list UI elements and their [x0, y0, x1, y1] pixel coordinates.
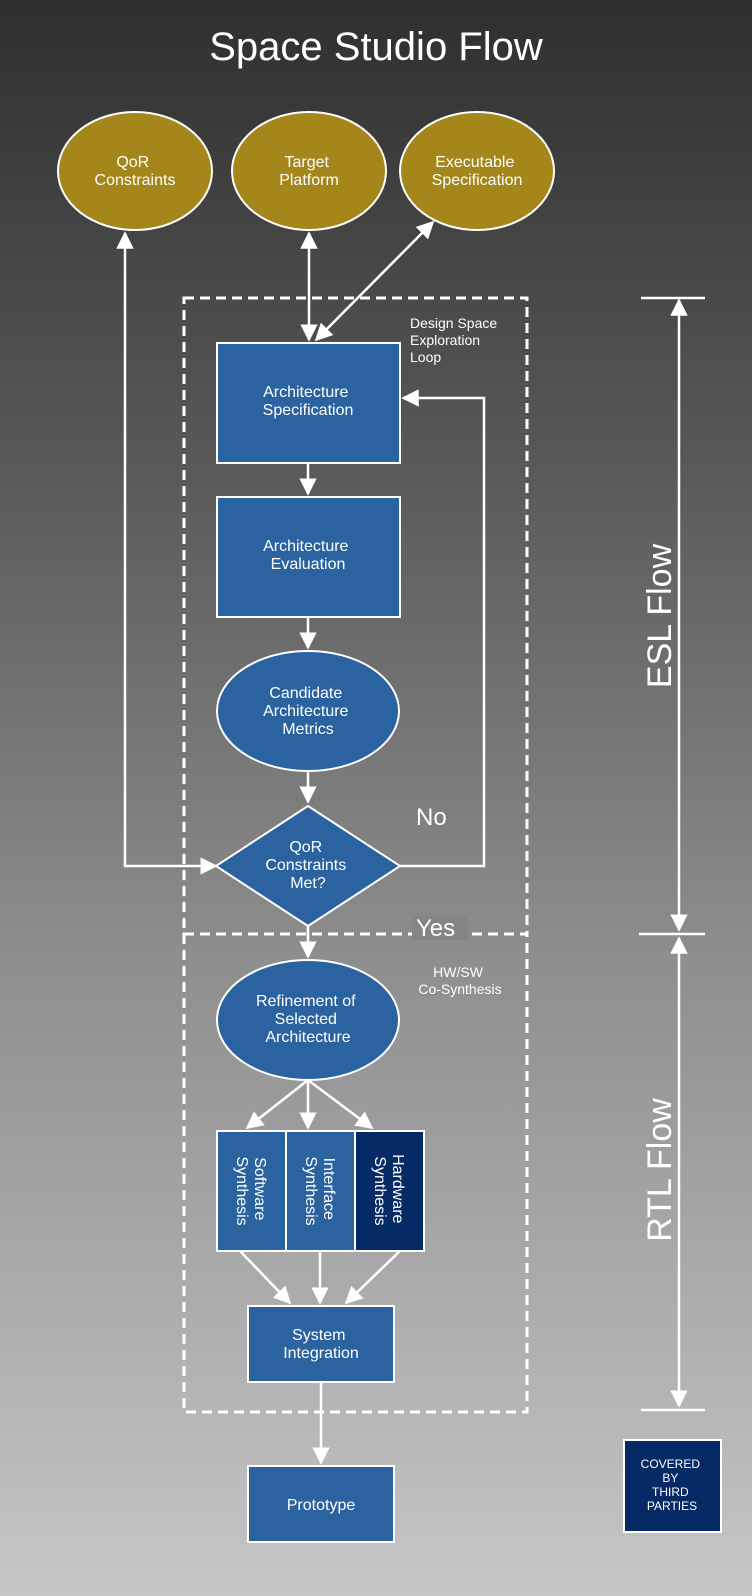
architecture-evaluation-node[interactable]: Architecture Evaluation — [216, 496, 401, 618]
yes-label-bg — [412, 916, 468, 940]
co-synthesis-region — [182, 932, 529, 1414]
svg-text:Interface Synthesis: Interface Synthesis — [302, 1156, 337, 1225]
esl-flow-span: ESL Flow — [639, 296, 705, 936]
arrow-to-hardware — [307, 1079, 374, 1130]
interface-synthesis-node[interactable]: Interface Synthesis — [285, 1130, 356, 1252]
svg-text:QoR Constraints: QoR Constraints — [95, 154, 176, 189]
svg-text:Refinement of Selected: Refinement of Selected Architecture — [256, 993, 360, 1046]
executable-spec-arrow — [314, 220, 435, 342]
qor-constraints-arrow — [116, 231, 218, 875]
architecture-specification-node[interactable]: Architecture Specification — [216, 342, 401, 464]
qor-constraints-input[interactable]: QoR Constraints — [57, 111, 213, 231]
svg-text:Architecture Specificati: Architecture Specification — [263, 384, 354, 419]
co-synthesis-label: HW/SW Co-Synthesis — [418, 964, 501, 997]
legend-third-parties: COVERED BY THIRD PARTIES — [623, 1439, 722, 1533]
svg-text:QoR Constraints Me: QoR Constraints Met? — [265, 839, 350, 892]
arrow-to-software — [245, 1079, 309, 1130]
dse-loop-label: Design Space Exploration Loop — [410, 315, 501, 365]
software-synthesis-node[interactable]: Software Synthesis — [216, 1130, 287, 1252]
svg-text:Prototype: Prototype — [287, 1497, 356, 1514]
yes-label: Yes — [416, 915, 455, 942]
svg-text:Hardware Synthesis: Hardware Synthesis — [371, 1154, 406, 1228]
diagram-title: Space Studio Flow — [209, 25, 543, 69]
refinement-node[interactable]: Refinement of Selected Architecture — [216, 959, 400, 1081]
rtl-flow-label: RTL Flow — [641, 1098, 679, 1242]
svg-text:Software Synthesis: Software Synthesis — [233, 1156, 268, 1225]
svg-text:COVERED BY THIRD: COVERED BY THIRD PARTIES — [641, 1457, 704, 1513]
svg-text:Architecture Evaluation: Architecture Evaluation — [263, 538, 353, 573]
arrow-hardware-to-integration — [344, 1250, 401, 1305]
executable-specification-input[interactable]: Executable Specification — [399, 111, 555, 231]
svg-text:System Integration: System Integration — [283, 1327, 359, 1362]
rtl-flow-span: RTL Flow — [641, 936, 705, 1412]
qor-decision-node[interactable]: QoR Constraints Met? — [214, 804, 402, 928]
svg-text:Target Platform: Target Platform — [279, 154, 339, 189]
target-platform-input[interactable]: Target Platform — [231, 111, 387, 231]
prototype-node[interactable]: Prototype — [247, 1465, 395, 1543]
esl-flow-label: ESL Flow — [641, 543, 679, 688]
arrow-software-to-integration — [239, 1250, 292, 1305]
system-integration-node[interactable]: System Integration — [247, 1305, 395, 1383]
no-loop-arrow — [400, 389, 486, 868]
no-label: No — [416, 804, 447, 831]
candidate-metrics-node[interactable]: Candidate Architecture Metrics — [216, 650, 400, 772]
hardware-synthesis-node[interactable]: Hardware Synthesis — [354, 1130, 425, 1252]
svg-text:Candidate Architecture: Candidate Architecture Metrics — [263, 685, 353, 738]
svg-text:Executable Specification: Executable Specification — [432, 154, 523, 189]
